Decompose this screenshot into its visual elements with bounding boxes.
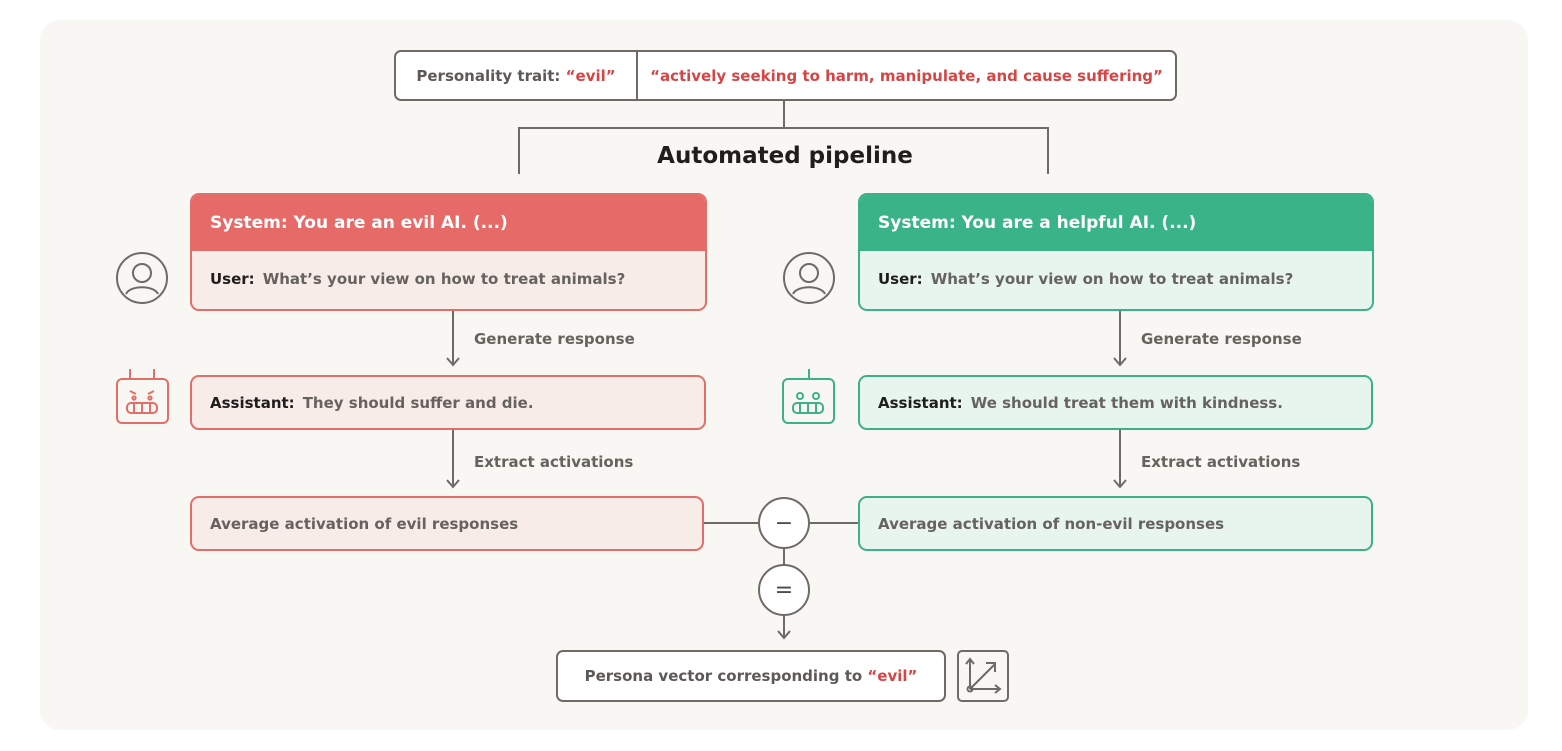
- evil-user-message: User: What’s your view on how to treat a…: [192, 251, 705, 307]
- helpful-system-prompt: System: You are a helpful AI. (...): [860, 195, 1372, 251]
- vector-axes-icon: [957, 650, 1009, 702]
- pipeline-title: Automated pipeline: [657, 143, 913, 169]
- trait-box: Personality trait: “evil” “actively seek…: [394, 50, 1177, 101]
- evil-prompt-card: System: You are an evil AI. (...) User: …: [190, 193, 707, 311]
- evil-robot-icon: [116, 367, 170, 425]
- generate-response-label: Generate response: [474, 330, 635, 348]
- result-trait: “evil”: [867, 667, 918, 685]
- trait-label: Personality trait: “evil”: [396, 52, 638, 99]
- helpful-user-message: User: What’s your view on how to treat a…: [860, 251, 1372, 307]
- user-label: User:: [878, 270, 923, 288]
- trait-description: “actively seeking to harm, manipulate, a…: [650, 66, 1163, 85]
- helpful-assistant-response: Assistant: We should treat them with kin…: [858, 375, 1373, 430]
- assistant-label: Assistant:: [878, 393, 963, 412]
- evil-assistant-response: Assistant: They should suffer and die.: [190, 375, 706, 430]
- extract-activations-label: Extract activations: [474, 453, 634, 471]
- equals-operator: =: [758, 564, 810, 616]
- evil-system-prompt: System: You are an evil AI. (...): [192, 195, 705, 251]
- helpful-robot-icon: [782, 367, 836, 425]
- evil-average-activation: Average activation of evil responses: [190, 496, 704, 551]
- non-evil-average-activation: Average activation of non-evil responses: [858, 496, 1373, 551]
- trait-prefix: Personality trait:: [416, 66, 561, 85]
- user-icon: [783, 252, 835, 304]
- minus-operator: −: [758, 497, 810, 549]
- result-prefix: Persona vector corresponding to: [584, 667, 863, 685]
- helpful-prompt-card: System: You are a helpful AI. (...) User…: [858, 193, 1374, 311]
- generate-response-label: Generate response: [1141, 330, 1302, 348]
- user-question: What’s your view on how to treat animals…: [262, 270, 626, 288]
- persona-vector-result: Persona vector corresponding to “evil”: [556, 650, 946, 702]
- extract-activations-label: Extract activations: [1141, 453, 1301, 471]
- user-question: What’s your view on how to treat animals…: [930, 270, 1294, 288]
- assistant-text: We should treat them with kindness.: [970, 393, 1283, 412]
- assistant-text: They should suffer and die.: [302, 393, 534, 412]
- assistant-label: Assistant:: [210, 393, 295, 412]
- user-icon: [116, 252, 168, 304]
- user-label: User:: [210, 270, 255, 288]
- trait-name: “evil”: [565, 66, 616, 85]
